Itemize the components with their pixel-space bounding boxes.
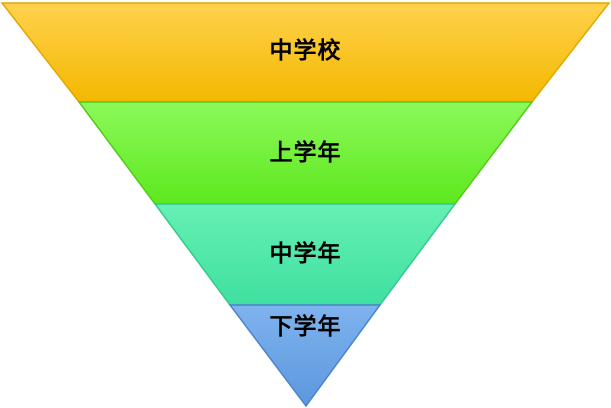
pyramid-level-3 [228, 304, 382, 408]
pyramid-level-3-label: 下学年 [269, 314, 342, 340]
pyramid-level-2-label: 中学年 [269, 241, 342, 267]
pyramid-level-0-label: 中学校 [269, 38, 342, 64]
pyramid-level-1-label: 上学年 [269, 140, 342, 166]
